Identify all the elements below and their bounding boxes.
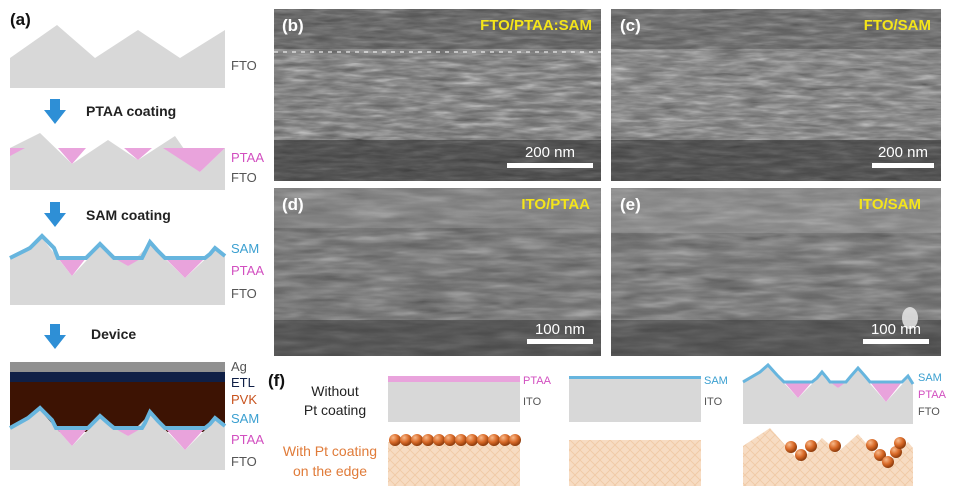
- fto-label: FTO: [231, 58, 257, 73]
- fto-layer: [10, 133, 225, 190]
- pt-coated-substrate: [743, 428, 913, 486]
- sem-image-e: (e) ITO/SAM 100 nm: [611, 188, 941, 356]
- pt-particles: [785, 437, 906, 468]
- ptaa-fill: [165, 258, 205, 278]
- ito-label: ITO: [704, 396, 723, 408]
- ptaa-fill: [165, 428, 205, 450]
- sam-label: SAM: [231, 411, 259, 426]
- ag-label: Ag: [231, 359, 247, 374]
- ptaa-label: PTAA: [231, 263, 264, 278]
- ptaa-fill: [784, 382, 812, 398]
- sem-title-d: ITO/PTAA: [521, 196, 590, 213]
- ptaa-label: PTAA: [231, 150, 264, 165]
- step-sam-coating: SAM coating: [86, 207, 171, 223]
- pt-coated-substrate: [388, 442, 520, 486]
- pvk-label: PVK: [231, 392, 257, 407]
- sam-layer: [742, 362, 915, 385]
- ptaa-label: PTAA: [231, 432, 264, 447]
- scale-bar-d: [527, 339, 593, 344]
- scale-bar-c: [872, 163, 934, 168]
- ptaa-fill: [124, 148, 152, 160]
- fto-label: FTO: [231, 286, 257, 301]
- etl-label: ETL: [231, 375, 255, 390]
- panel-label-c: (c): [620, 16, 641, 35]
- step-device: Device: [91, 326, 136, 342]
- fto-layer: [10, 25, 225, 88]
- panel-label-d: (d): [282, 195, 304, 214]
- ptaa-fill: [870, 382, 902, 402]
- sem-title-b: FTO/PTAA:SAM: [480, 17, 592, 34]
- ito-substrate: [388, 382, 520, 422]
- ptaa-fill: [10, 148, 25, 156]
- step-ptaa-coating: PTAA coating: [86, 103, 176, 119]
- without-pt-line2: Pt coating: [304, 402, 366, 418]
- fto-label: FTO: [918, 406, 940, 418]
- ptaa-fill: [58, 258, 86, 276]
- fto-label: FTO: [231, 454, 257, 469]
- ito-substrate: [569, 379, 701, 422]
- fto-label: FTO: [231, 170, 257, 185]
- scale-text-d: 100 nm: [535, 321, 585, 338]
- sam-label: SAM: [231, 241, 259, 256]
- ptaa-layer: [388, 376, 520, 382]
- sam-layer: [9, 233, 227, 260]
- with-pt-line1: With Pt coating: [283, 443, 377, 459]
- with-pt-line2: on the edge: [293, 463, 367, 479]
- ptaa-label: PTAA: [523, 375, 552, 387]
- etl-layer: [10, 372, 225, 382]
- sem-image-b: (b) FTO/PTAA:SAM 200 nm: [274, 9, 601, 181]
- scale-text-c: 200 nm: [878, 144, 928, 161]
- sam-label: SAM: [918, 372, 942, 384]
- ag-layer: [10, 362, 225, 372]
- down-arrow-icon: [44, 99, 66, 124]
- scale-text-e: 100 nm: [871, 321, 921, 338]
- sem-title-e: ITO/SAM: [859, 196, 921, 213]
- sam-layer: [9, 405, 227, 430]
- pt-particles: [389, 434, 521, 446]
- ito-label: ITO: [523, 396, 542, 408]
- panel-label-a: (a): [10, 10, 31, 29]
- ptaa-fill: [163, 148, 225, 172]
- pt-coated-substrate: [569, 440, 701, 486]
- sem-title-c: FTO/SAM: [864, 17, 931, 34]
- scale-bar-e: [863, 339, 929, 344]
- down-arrow-icon: [44, 202, 66, 227]
- fto-substrate: [743, 366, 913, 424]
- sam-label: SAM: [704, 375, 728, 387]
- scale-text-b: 200 nm: [525, 144, 575, 161]
- fto-layer: [10, 410, 225, 470]
- panel-label-b: (b): [282, 16, 304, 35]
- scale-bar-b: [507, 163, 593, 168]
- sem-image-c: (c) FTO/SAM 200 nm: [611, 9, 941, 181]
- down-arrow-icon: [44, 324, 66, 349]
- panel-label-e: (e): [620, 195, 641, 214]
- ptaa-label: PTAA: [918, 389, 947, 401]
- fto-layer: [10, 238, 225, 305]
- sam-layer: [569, 376, 701, 379]
- panel-label-f: (f): [268, 371, 285, 390]
- ptaa-fill: [56, 428, 88, 446]
- without-pt-line1: Without: [311, 383, 359, 399]
- sem-image-d: (d) ITO/PTAA 100 nm: [274, 188, 601, 356]
- ptaa-fill: [58, 148, 86, 164]
